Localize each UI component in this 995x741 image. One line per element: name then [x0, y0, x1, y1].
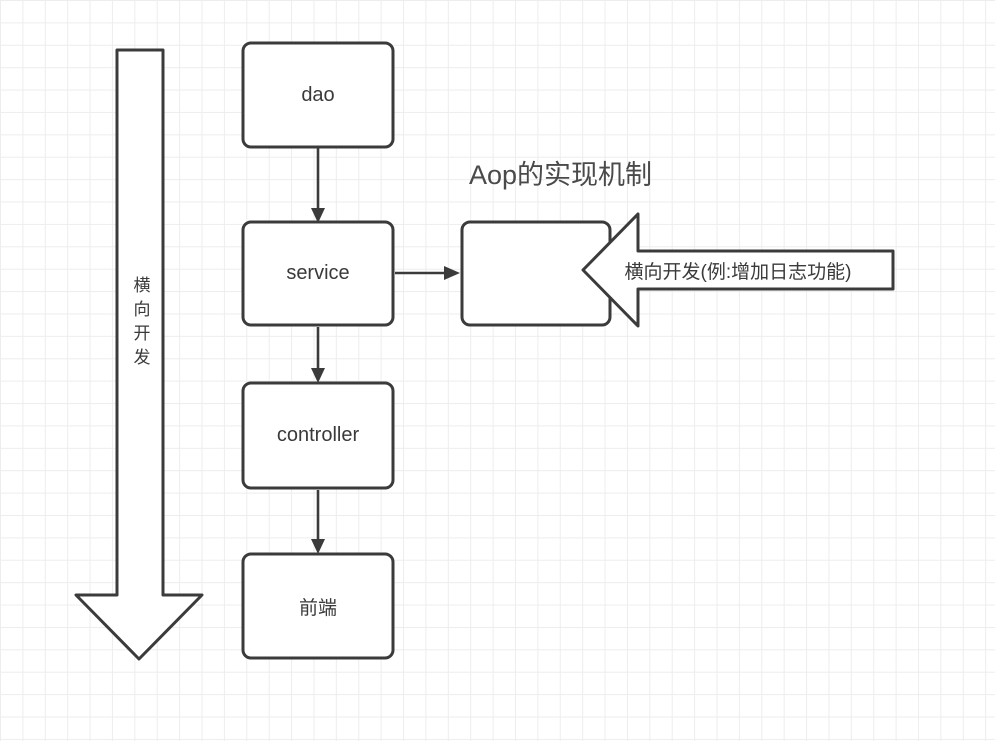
node-frontend-label: 前端: [298, 597, 337, 619]
node-dao-label: dao: [301, 83, 335, 106]
connector-dao-service[interactable]: [311, 148, 325, 223]
callout-arrow-label: 横向开发(例:增加日志功能): [624, 261, 852, 283]
vertical-development-arrow[interactable]: [74, 48, 204, 661]
node-controller-label: controller: [276, 424, 360, 446]
node-controller[interactable]: [241, 381, 395, 490]
callout-left-arrow[interactable]: [581, 212, 895, 328]
connector-service-aspect[interactable]: [395, 266, 460, 280]
connector-service-controller[interactable]: [311, 327, 325, 383]
node-dao[interactable]: [241, 41, 395, 149]
vertical-arrow-label: 横向开发: [130, 276, 150, 372]
node-service-label: service: [286, 262, 350, 284]
connector-controller-frontend[interactable]: [311, 490, 325, 554]
node-service[interactable]: [241, 220, 395, 327]
diagram-title[interactable]: Aop的实现机制: [469, 160, 653, 190]
node-frontend[interactable]: [241, 552, 395, 660]
